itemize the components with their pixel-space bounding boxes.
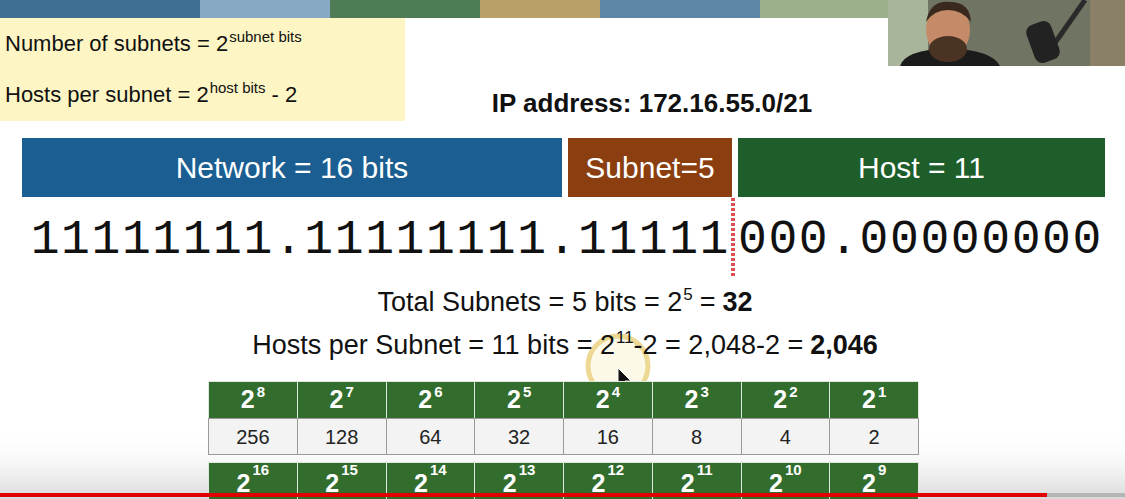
power-value-cell: 16 — [563, 418, 653, 455]
exponent-text: 15 — [341, 462, 358, 479]
formula-text: -2 = 2,048-2 = — [634, 330, 804, 361]
text-line: Host = 11 — [858, 151, 985, 185]
power-value: 32 — [508, 426, 530, 448]
exponent-text: 16 — [252, 462, 269, 479]
exponent-text: host bits — [210, 79, 266, 96]
exponent-text: 5 — [523, 384, 531, 401]
power-base: 2 — [237, 470, 251, 498]
power-header-cell: 29 — [829, 462, 919, 499]
power-base: 2 — [241, 386, 255, 414]
power-header-cell: 26 — [386, 381, 476, 419]
result-value: 2,046 — [810, 330, 878, 361]
diagram-title: IP address: 172.16.55.0/21 — [492, 88, 812, 119]
exponent-text: 5 — [683, 285, 692, 305]
power-value: 8 — [691, 426, 702, 448]
power-value: 64 — [419, 426, 441, 448]
power-base: 2 — [418, 386, 432, 414]
power-value: 256 — [236, 426, 269, 448]
power-header-cell: 27 — [297, 381, 387, 419]
power-value: 2 — [869, 426, 880, 448]
power-base: 2 — [503, 470, 517, 498]
exponent-text: 1 — [878, 384, 886, 401]
power-value-cell: 128 — [297, 418, 387, 455]
formula-line: Hosts per Subnet = 11 bits = 211-2 = 2,0… — [252, 330, 878, 361]
network-band: Network = 16 bits — [22, 138, 562, 197]
text-line: Subnet=5 — [585, 151, 714, 185]
node-text: Network = 16 bits — [176, 151, 409, 185]
formula-box: Number of subnets = 2subnet bitsHosts pe… — [0, 18, 405, 121]
formula-text: Hosts per Subnet = 11 bits = 2 — [252, 330, 615, 361]
exponent-text: 4 — [612, 384, 620, 401]
exponent-text: 10 — [785, 462, 802, 479]
exponent-text: subnet bits — [229, 28, 302, 45]
power-header-cell: 212 — [563, 462, 653, 499]
power-value-cell: 256 — [208, 418, 298, 455]
binary-mask: 11111111.11111111.11111 — [31, 216, 730, 264]
binary-mask: 000.00000000 — [738, 216, 1103, 264]
node-text: Hosts per subnet = 2 — [5, 82, 209, 108]
power-value-cell: 2 — [829, 418, 919, 455]
power-header-cell: 24 — [563, 381, 653, 419]
power-header-cell: 21 — [829, 381, 919, 419]
host-band: Host = 11 — [738, 138, 1105, 197]
power-value-cell: 4 — [741, 418, 831, 455]
power-header-cell: 28 — [208, 381, 298, 419]
power-value-cell: 32 — [474, 418, 564, 455]
exponent-text: 8 — [257, 384, 265, 401]
power-header-cell: 215 — [297, 462, 387, 499]
power-base: 2 — [681, 470, 695, 498]
subnet-band: Subnet=5 — [568, 138, 732, 197]
exponent-text: 11 — [697, 462, 713, 479]
exponent-text: 6 — [434, 384, 442, 401]
power-value-cell: 8 — [652, 418, 742, 455]
power-value: 4 — [780, 426, 791, 448]
exponent-text: 3 — [700, 384, 708, 401]
power-base: 2 — [862, 470, 876, 498]
formula-text: Total Subnets = 5 bits = 2 — [378, 287, 683, 318]
power-base: 2 — [596, 386, 610, 414]
power-base: 2 — [773, 386, 787, 414]
node-text: - 2 — [272, 82, 298, 108]
power-header-cell: 22 — [741, 381, 831, 419]
result-value: 32 — [722, 287, 752, 318]
node-text: Subnet=5 — [585, 151, 714, 185]
power-header-cell: 216 — [208, 462, 298, 499]
power-base: 2 — [330, 386, 344, 414]
exponent-text: 11 — [616, 328, 634, 348]
formula-line: Total Subnets = 5 bits = 25 =32 — [378, 287, 753, 318]
node-text: Number of subnets = 2 — [5, 31, 228, 57]
text-line: Network = 16 bits — [176, 151, 409, 185]
power-header-cell: 23 — [652, 381, 742, 419]
power-header-cell: 213 — [474, 462, 564, 499]
power-header-cell: 25 — [474, 381, 564, 419]
subnet-host-divider — [731, 198, 735, 278]
power-base: 2 — [769, 470, 783, 498]
power-base: 2 — [507, 386, 521, 414]
exponent-text: 7 — [345, 384, 353, 401]
text-line: Hosts per subnet = 2host bits - 2 — [5, 82, 297, 108]
top-banner — [0, 0, 888, 18]
power-base: 2 — [414, 470, 428, 498]
power-value: 128 — [325, 426, 358, 448]
formula-text: = — [700, 287, 716, 318]
power-base: 2 — [325, 470, 339, 498]
power-header-cell: 211 — [652, 462, 742, 499]
power-base: 2 — [592, 470, 606, 498]
power-header-cell: 210 — [741, 462, 831, 499]
exponent-text: 12 — [607, 462, 624, 479]
exponent-text: 14 — [430, 462, 447, 479]
power-base: 2 — [862, 386, 876, 414]
power-value: 16 — [597, 426, 619, 448]
power-base: 2 — [685, 386, 699, 414]
presenter-photo — [888, 0, 1125, 66]
exponent-text: 13 — [519, 462, 536, 479]
text-line: Number of subnets = 2subnet bits — [5, 31, 302, 57]
node-text: Host = 11 — [858, 151, 985, 185]
exponent-text: 9 — [878, 462, 886, 479]
exponent-text: 2 — [789, 384, 797, 401]
power-header-cell: 214 — [386, 462, 476, 499]
power-value-cell: 64 — [386, 418, 476, 455]
